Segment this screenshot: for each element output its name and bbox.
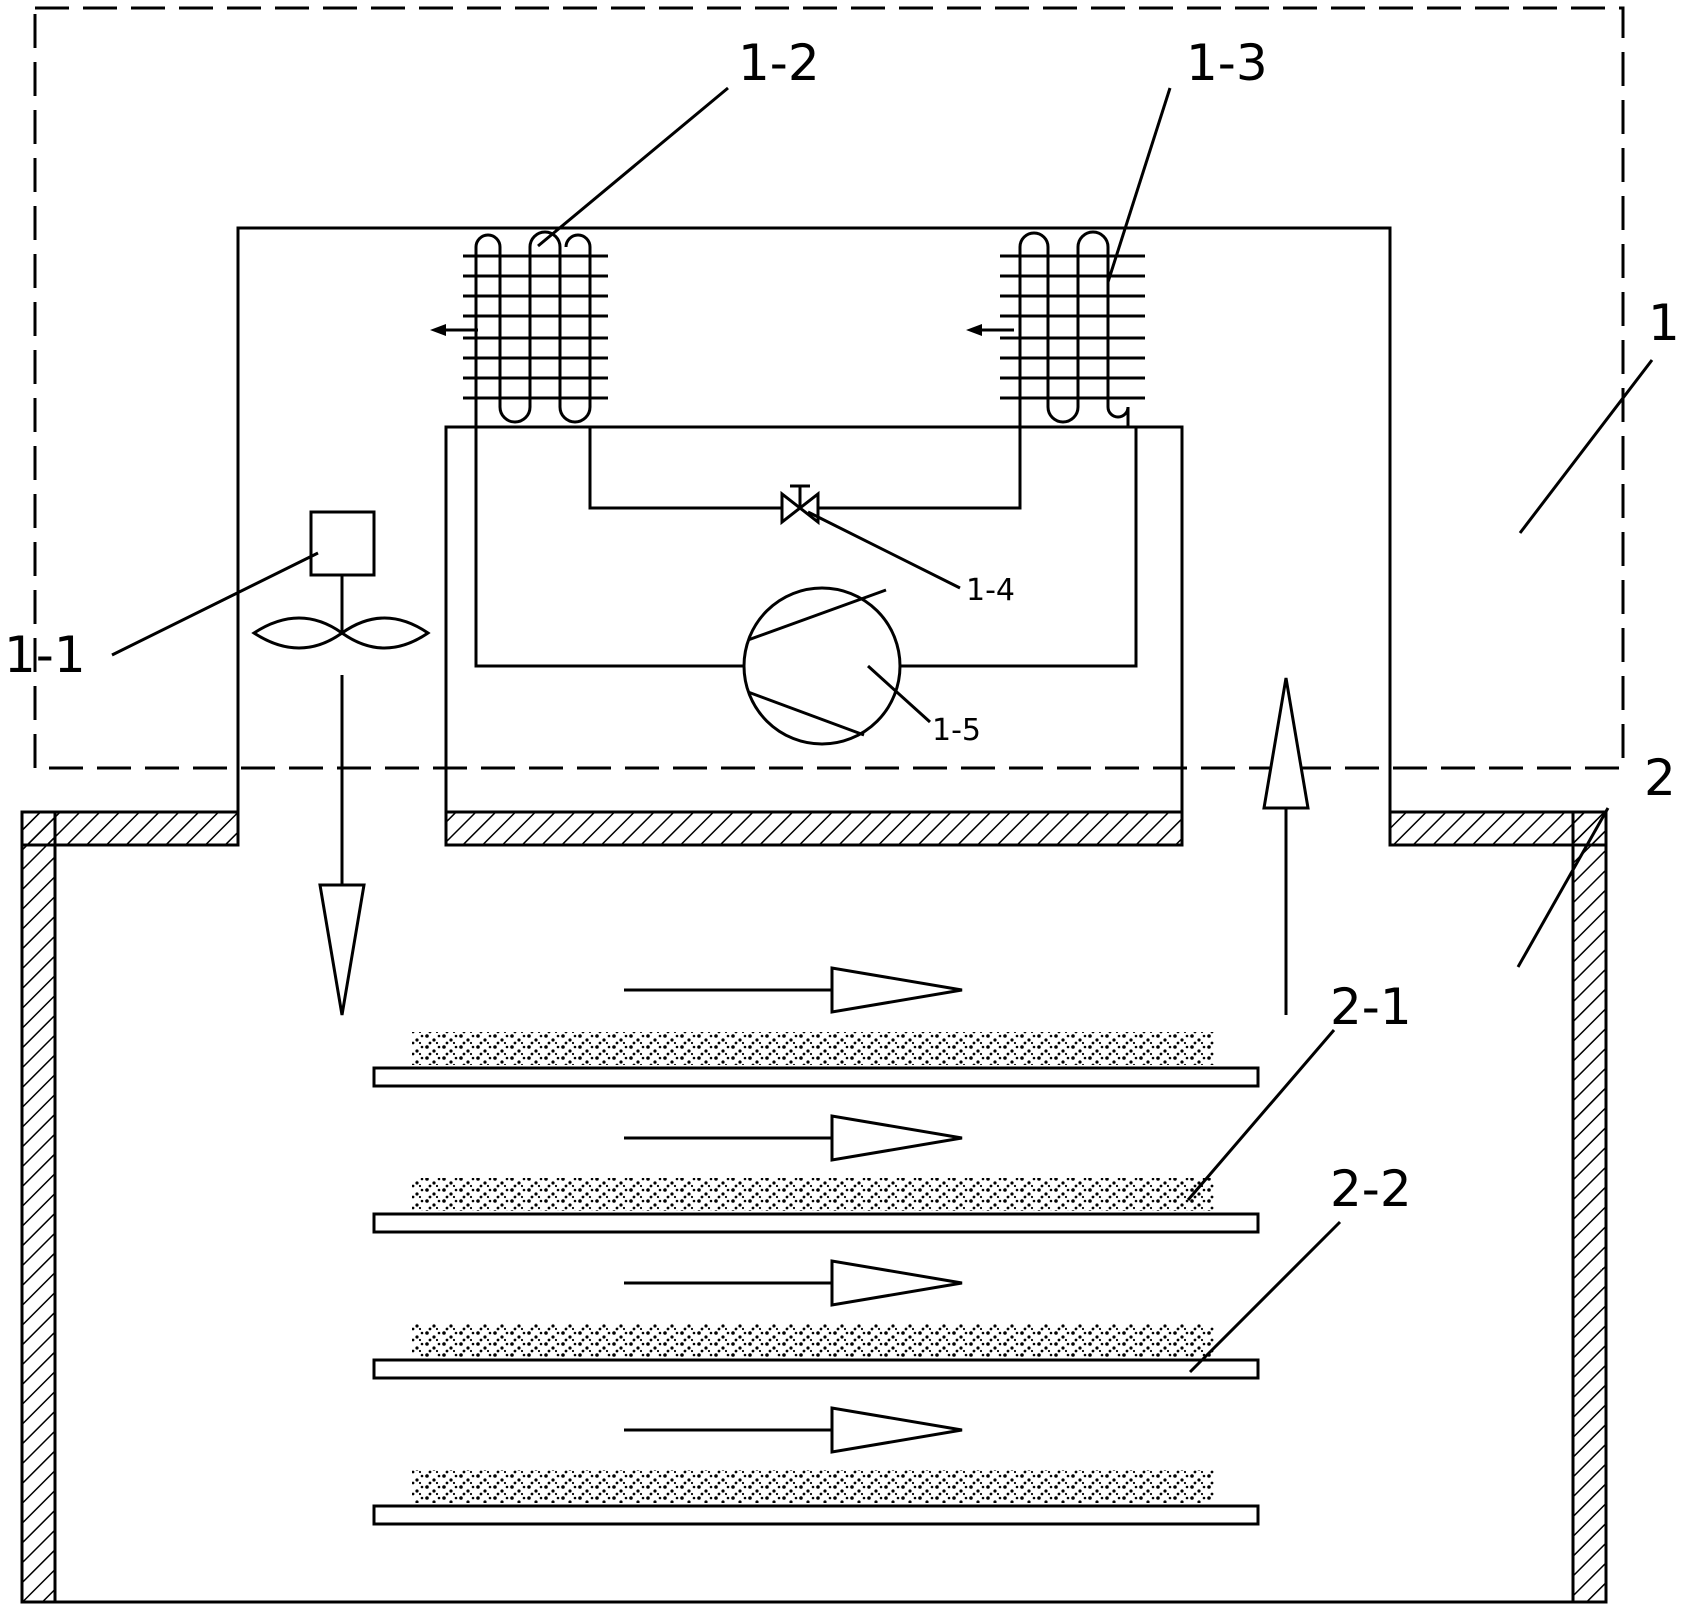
label-2-1: 2-1 bbox=[1330, 978, 1412, 1036]
leader-line-1-2 bbox=[537, 86, 729, 248]
tray bbox=[372, 1212, 1260, 1234]
leader-line-2-1 bbox=[1186, 1029, 1336, 1201]
label-1-3: 1-3 bbox=[1186, 34, 1268, 92]
label-1-2: 1-2 bbox=[738, 34, 820, 92]
label-1: 1 bbox=[1648, 294, 1680, 352]
unit-boundary bbox=[33, 6, 1625, 770]
chamber-wall-top-right bbox=[1388, 810, 1608, 847]
chamber-wall-right bbox=[1571, 810, 1608, 1604]
coil-right-outflow-arrow bbox=[966, 324, 1014, 336]
leader-line-1-4 bbox=[807, 510, 961, 590]
duct-inner bbox=[444, 425, 1184, 845]
coil-left-icon bbox=[463, 230, 608, 427]
airflow-right-arrow bbox=[624, 1406, 963, 1454]
refrigerant-pipe-bottom-right bbox=[900, 427, 1138, 668]
airflow-right-arrow bbox=[624, 1259, 963, 1307]
airflow-right-arrow bbox=[624, 966, 963, 1014]
refrigerant-pipe-top bbox=[588, 427, 1022, 510]
airflow-down-arrow bbox=[318, 675, 366, 1016]
leader-line-2-2 bbox=[1188, 1220, 1342, 1374]
airflow-right-arrow bbox=[624, 1114, 963, 1162]
material-layer bbox=[412, 1470, 1214, 1503]
expansion-valve-icon bbox=[780, 484, 820, 526]
label-2: 2 bbox=[1644, 749, 1676, 807]
material-layer bbox=[412, 1178, 1214, 1211]
chamber-wall-top-middle bbox=[444, 810, 1184, 847]
leader-line-2 bbox=[1516, 807, 1610, 968]
duct-outer bbox=[236, 226, 1392, 845]
label-1-5: 1-5 bbox=[932, 713, 981, 748]
leader-line-1-3 bbox=[1106, 87, 1172, 283]
tray bbox=[372, 1504, 1260, 1526]
airflow-up-arrow bbox=[1262, 677, 1310, 1015]
coil-left-outflow-arrow bbox=[430, 324, 478, 336]
compressor-icon bbox=[742, 586, 902, 746]
leader-line-1-1 bbox=[111, 551, 319, 657]
material-layer bbox=[412, 1324, 1214, 1357]
label-1-4: 1-4 bbox=[966, 573, 1015, 608]
leader-line-1-5 bbox=[866, 664, 932, 724]
label-2-2: 2-2 bbox=[1330, 1160, 1412, 1218]
coil-right-icon bbox=[1000, 230, 1145, 427]
fan-icon bbox=[251, 510, 431, 650]
tray bbox=[372, 1358, 1260, 1380]
tray bbox=[372, 1066, 1260, 1088]
material-layer bbox=[412, 1032, 1214, 1065]
label-1-1: 1-1 bbox=[4, 626, 86, 684]
refrigerant-pipe-bottom bbox=[474, 427, 745, 668]
chamber-wall-left bbox=[20, 810, 57, 1604]
leader-line-1 bbox=[1518, 359, 1654, 534]
